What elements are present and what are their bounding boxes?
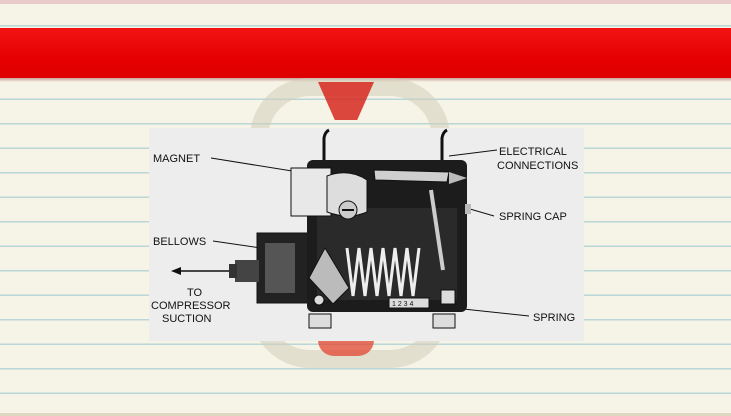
electrical-wires [322, 128, 448, 160]
bellows-leader [212, 240, 262, 249]
scale-text: 1 2 3 4 [392, 301, 414, 308]
label-spring: SPRING [533, 312, 575, 324]
label-spring-cap: SPRING CAP [499, 211, 567, 223]
thermostat-diagram: 1 2 3 4 MAGNET ELECTRICAL CONNECTIONS SP… [149, 128, 584, 341]
electrical-leader [448, 149, 498, 157]
label-bellows: BELLOWS [153, 236, 206, 248]
diagram-svg: 1 2 3 4 MAGNET ELECTRICAL CONNECTIONS SP… [151, 128, 578, 329]
label-suction: SUCTION [162, 313, 212, 325]
suction-arrow [171, 267, 233, 275]
watermark-red-bottom [318, 340, 374, 356]
label-connections: CONNECTIONS [497, 160, 578, 172]
label-electrical: ELECTRICAL [499, 146, 567, 158]
housing [290, 160, 471, 312]
spring-coils [345, 247, 421, 297]
label-to: TO [187, 287, 203, 299]
bellows [229, 232, 310, 304]
foot-left [308, 313, 332, 329]
label-compressor: COMPRESSOR [151, 300, 231, 312]
foot-right [432, 313, 456, 329]
feet [308, 313, 456, 329]
label-magnet: MAGNET [153, 153, 200, 165]
lever: 1 2 3 4 [308, 246, 456, 309]
red-title-band [0, 28, 731, 78]
bottom-edge [0, 413, 731, 416]
top-edge [0, 0, 731, 4]
